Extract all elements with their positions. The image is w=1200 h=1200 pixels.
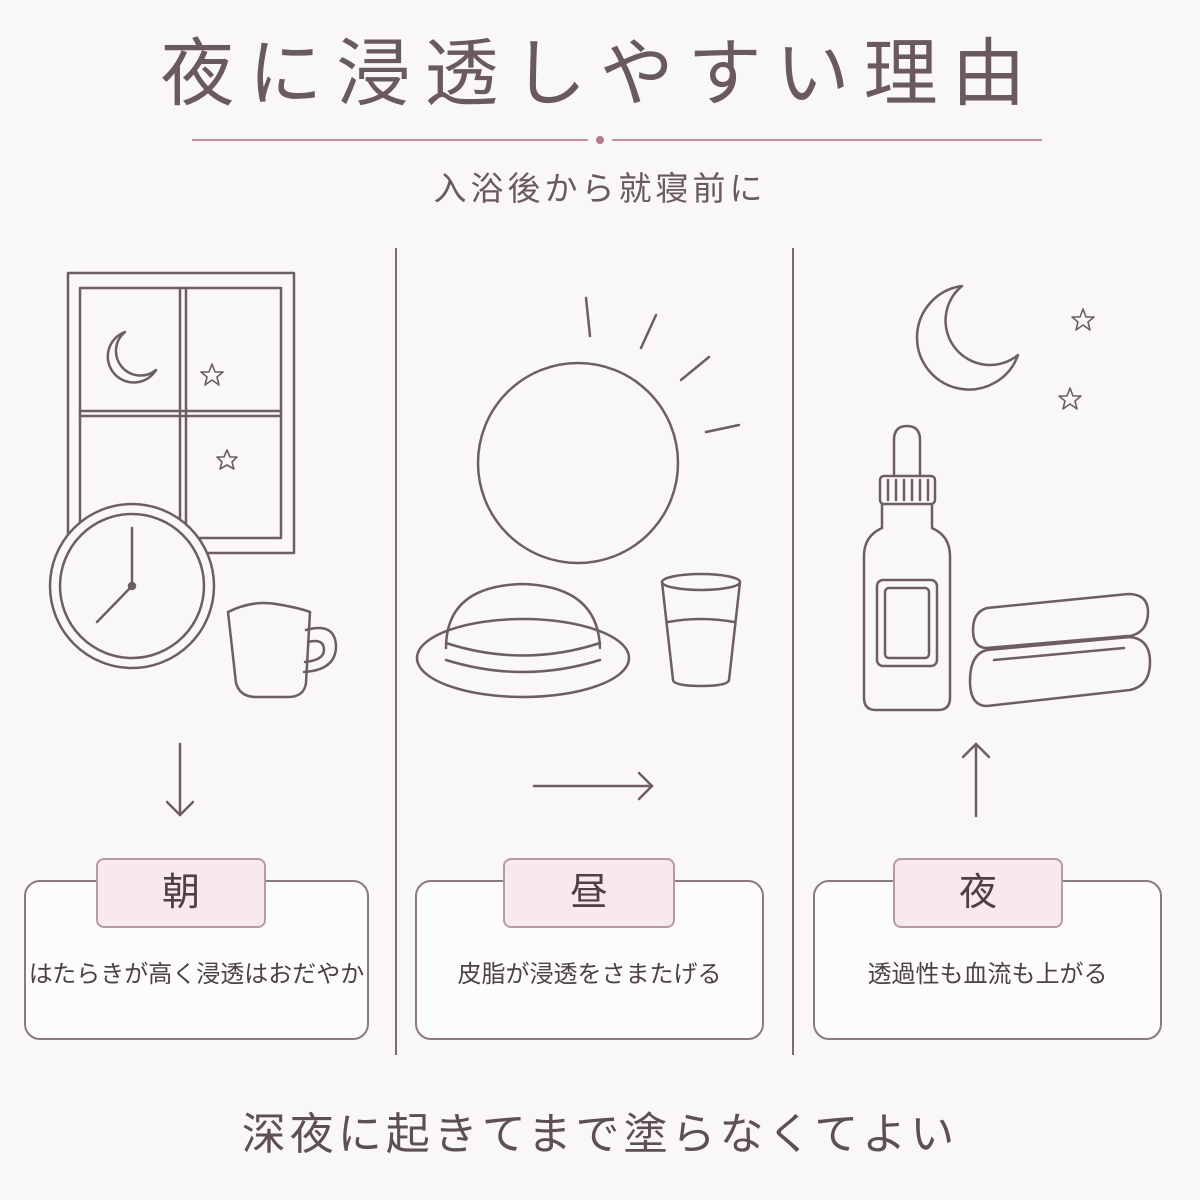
night-label: 夜 [893, 858, 1063, 928]
morning-card: はたらきが高く浸透はおだやか [24, 880, 369, 1040]
arrow-down-icon [165, 742, 195, 817]
morning-label: 朝 [96, 858, 266, 928]
title-divider [192, 136, 1042, 144]
daytime-description: 皮脂が浸透をさまたげる [457, 960, 722, 988]
arrow-up-icon [961, 742, 991, 818]
mug-icon [226, 601, 338, 699]
arrow-right-icon [532, 771, 654, 801]
serum-bottle-icon [862, 424, 952, 712]
glass-icon [660, 572, 742, 688]
hat-icon [415, 582, 631, 699]
footer-note: 深夜に起きてまで塗らなくてよい [241, 1109, 959, 1160]
daytime-label: 昼 [503, 858, 675, 928]
night-description: 透過性も血流も上がる [867, 960, 1108, 988]
morning-description: はたらきが高く浸透はおだやか [28, 960, 365, 988]
sun-icon [476, 296, 741, 565]
star-icon [200, 363, 224, 386]
subtitle: 入浴後から就寝前に [433, 169, 767, 208]
moon-icon [106, 330, 158, 384]
star-icon [216, 449, 238, 470]
page-title: 夜に浸透しやすい理由 [160, 31, 1040, 117]
moon-icon [915, 284, 1020, 391]
clock-icon [48, 502, 216, 670]
star-icon [1058, 387, 1082, 410]
star-icon [1071, 308, 1095, 331]
towel-icon [968, 592, 1152, 708]
